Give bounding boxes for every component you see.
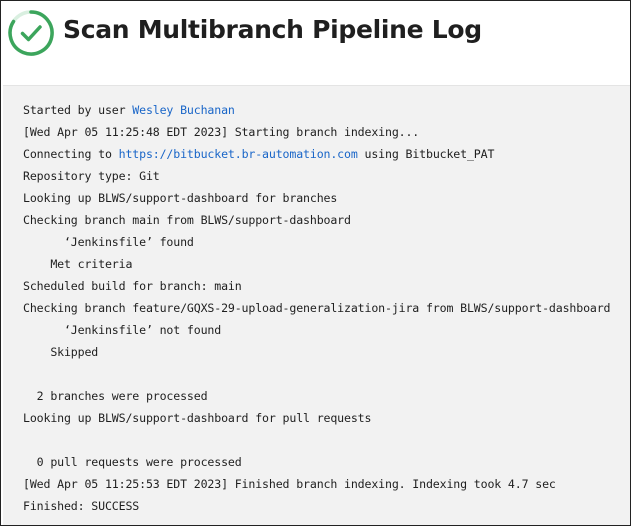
log-line: Checking branch feature/GQXS-29-upload-g… [23, 301, 611, 315]
log-line: [Wed Apr 05 11:25:53 EDT 2023] Finished … [23, 477, 556, 491]
bitbucket-url-link[interactable]: https://bitbucket.br-automation.com [118, 147, 358, 161]
log-line: Looking up BLWS/support-dashboard for br… [23, 191, 338, 205]
log-line-started: Started by user Wesley Buchanan [23, 102, 235, 118]
log-line: [Wed Apr 05 11:25:48 EDT 2023] Starting … [23, 125, 420, 139]
page-title: Scan Multibranch Pipeline Log [63, 15, 482, 44]
log-line: Looking up BLWS/support-dashboard for pu… [23, 411, 372, 425]
log-text: Started by user [23, 103, 133, 117]
log-line: Repository type: Git [23, 169, 160, 183]
log-line: Checking branch main from BLWS/support-d… [23, 213, 351, 227]
user-link[interactable]: Wesley Buchanan [132, 103, 235, 117]
log-line: Scheduled build for branch: main [23, 279, 242, 293]
log-text: Connecting to [23, 147, 119, 161]
success-check-icon [8, 10, 54, 56]
console-output: Started by user Wesley Buchanan [Wed Apr… [3, 85, 630, 525]
log-line: Skipped [23, 345, 99, 359]
log-line: ‘Jenkinsfile’ not found [23, 323, 222, 337]
log-line: 0 pull requests were processed [23, 455, 242, 469]
log-text: using Bitbucket_PAT [357, 147, 495, 161]
log-line: ‘Jenkinsfile’ found [23, 235, 194, 249]
page-header: Scan Multibranch Pipeline Log [1, 1, 630, 71]
log-line: Met criteria [23, 257, 133, 271]
log-line-finished: Finished: SUCCESS [23, 499, 140, 513]
log-line: 2 branches were processed [23, 389, 208, 403]
log-line-connecting: Connecting to https://bitbucket.br-autom… [23, 146, 494, 162]
